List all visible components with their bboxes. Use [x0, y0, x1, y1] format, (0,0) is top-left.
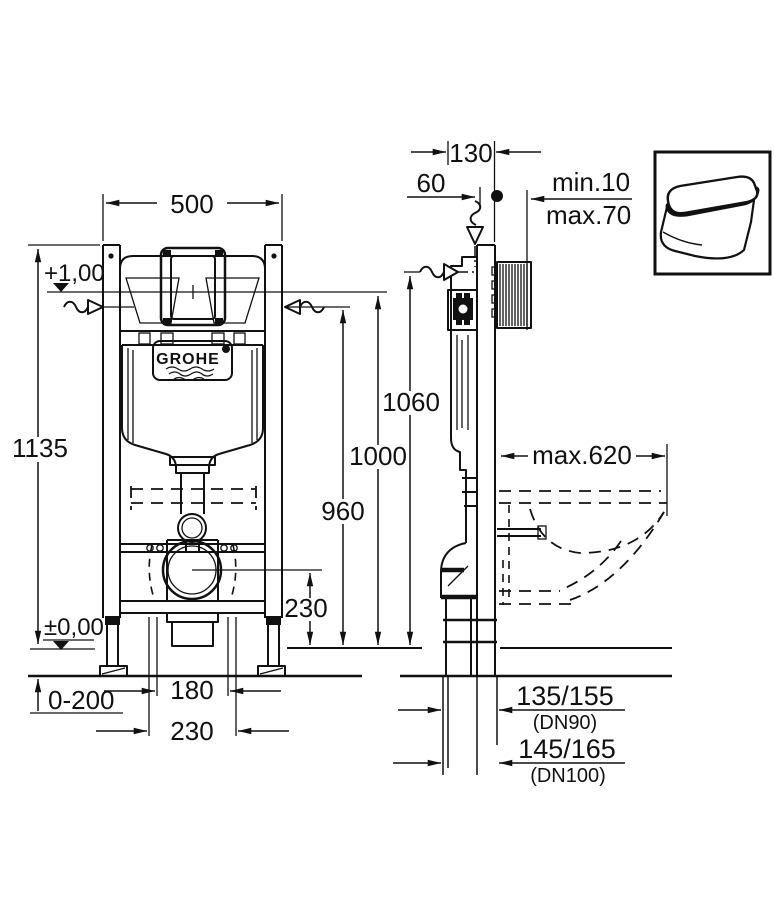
dim-max-620-label: max.620	[532, 440, 632, 470]
dim-dn100-label: 145/165	[518, 734, 616, 764]
rail-hole-left	[108, 253, 114, 259]
dim-180-label: 180	[170, 675, 213, 705]
support-bracket-dashed	[130, 486, 257, 510]
level-markers	[43, 283, 387, 650]
dim-1060-label: 1060	[382, 387, 440, 417]
level-triangle-top	[53, 283, 69, 292]
wall-max-label: max.70	[546, 200, 631, 230]
dim-230-height-label: 230	[284, 593, 327, 623]
level-plus-100-label: +1,00	[44, 260, 105, 287]
mounting-rod	[497, 528, 541, 537]
logo-dot	[222, 345, 230, 353]
dimensions-front: 500 1135 0-200 180 230 230 960 1000	[11, 189, 440, 746]
grohe-logo: GROHE	[152, 340, 233, 382]
front-view-drawing: GROHE	[99, 244, 286, 736]
dim-60-label: 60	[417, 168, 446, 198]
supply-point-dot	[491, 190, 503, 202]
dim-dn90-label: 135/155	[516, 681, 614, 711]
dim-130-label: 130	[449, 138, 492, 168]
dim-500-label: 500	[170, 189, 213, 219]
dn90-caption: (DN90)	[533, 712, 597, 734]
toilet-lid-shape	[666, 175, 759, 215]
grohe-logo-text: GROHE	[156, 351, 220, 368]
toilet-icon	[653, 150, 772, 276]
supply-squiggle-arrow	[469, 200, 482, 226]
dn100-caption: (DN100)	[530, 765, 606, 787]
side-squiggle-arrow	[419, 265, 445, 279]
floor-lines	[28, 647, 672, 678]
dim-0-200-label: 0-200	[48, 685, 115, 715]
logo-waves	[165, 366, 215, 382]
level-triangle-floor	[53, 641, 69, 650]
rail-hole-right	[271, 253, 277, 259]
dim-1000-label: 1000	[349, 441, 407, 471]
squiggle-arrow-left	[63, 300, 89, 314]
toilet-bowl-edge	[662, 231, 703, 246]
dimensions-side: 130 60 min.10 max.70 max.620 135/155 (DN…	[393, 138, 668, 787]
dim-960-label: 960	[321, 496, 364, 526]
level-zero-label: ±0,00	[44, 614, 104, 641]
toilet-bowl-dashed	[499, 490, 667, 605]
dim-1135-label: 1135	[12, 433, 68, 463]
drain-pipe-below-floor	[442, 676, 498, 775]
flush-actuator	[159, 246, 227, 327]
wall-min-label: min.10	[552, 167, 630, 197]
side-view-drawing	[404, 141, 667, 775]
dim-230-spacing-label: 230	[170, 716, 213, 746]
